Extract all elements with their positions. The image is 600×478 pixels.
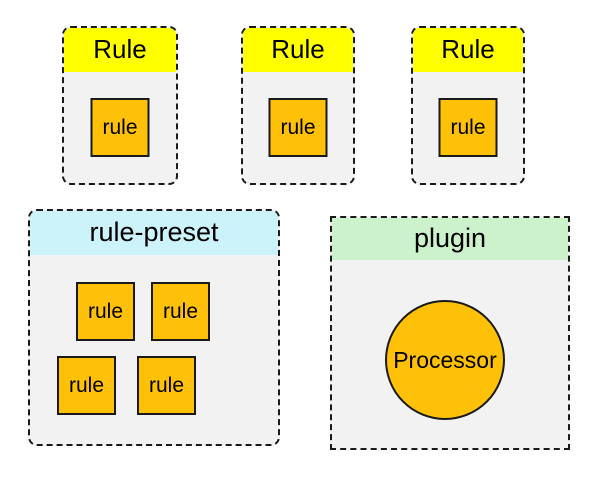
rule-class-box-3: Rule rule (411, 26, 525, 185)
plugin-box: plugin Processor (330, 216, 570, 450)
rule-class-header: Rule (243, 28, 353, 72)
rule-instance: rule (438, 98, 498, 157)
processor-node: Processor (385, 300, 505, 420)
rule-instance: rule (90, 98, 150, 157)
rule-instance: rule (57, 356, 116, 415)
rule-instance: rule (137, 356, 196, 415)
rule-class-box-1: Rule rule (62, 26, 178, 185)
rule-preset-header: rule-preset (30, 211, 278, 255)
rule-class-header: Rule (64, 28, 176, 72)
rule-preset-box: rule-preset rule rule rule rule (28, 209, 280, 446)
rule-instance: rule (76, 282, 135, 341)
rule-class-box-2: Rule rule (241, 26, 355, 185)
rule-instance: rule (268, 98, 328, 157)
rule-class-header: Rule (413, 28, 523, 72)
rule-instance: rule (151, 282, 210, 341)
plugin-header: plugin (332, 218, 568, 260)
